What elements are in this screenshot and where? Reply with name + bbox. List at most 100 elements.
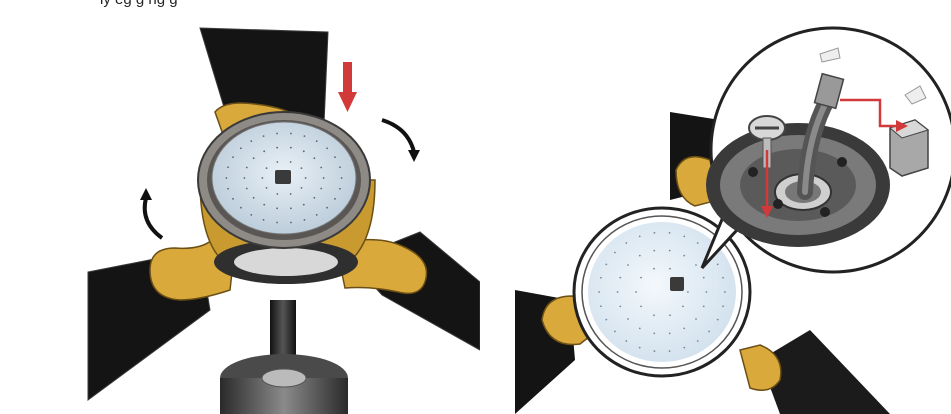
led-dot xyxy=(326,206,329,209)
led-dot xyxy=(640,276,642,279)
motor-housing xyxy=(220,378,348,414)
led-dot xyxy=(614,330,616,333)
led-dot xyxy=(320,187,323,190)
led-dots xyxy=(598,232,726,352)
led-dot xyxy=(252,196,255,199)
led-dot xyxy=(265,167,268,170)
led-dot xyxy=(245,166,248,169)
arrow-right-icon xyxy=(840,98,908,132)
led-dot xyxy=(716,318,719,321)
led-dot xyxy=(320,166,323,169)
led-dot xyxy=(627,318,629,320)
led-dot xyxy=(669,314,671,317)
led-dot xyxy=(334,156,336,159)
led-dot xyxy=(619,305,622,308)
led-dot xyxy=(653,332,656,335)
led-dot xyxy=(682,305,684,308)
led-dot xyxy=(638,235,641,238)
connector-fragment xyxy=(819,47,841,63)
header-partial-text: ly eg g ng g xyxy=(100,0,178,8)
led-dot xyxy=(668,232,671,234)
led-dot xyxy=(265,186,268,189)
wire-connector xyxy=(813,72,845,110)
led-dot xyxy=(653,232,656,234)
led-dot xyxy=(276,161,279,163)
led-dot xyxy=(687,291,689,293)
led-dot xyxy=(263,150,266,153)
led-dot xyxy=(225,177,228,179)
led-dot xyxy=(322,177,325,179)
led-dot xyxy=(339,166,341,169)
led-dot xyxy=(614,251,616,254)
led-dot xyxy=(683,327,686,330)
led-dot xyxy=(261,177,264,179)
led-dot xyxy=(619,276,622,279)
led-dot xyxy=(303,218,306,221)
led-dot xyxy=(696,242,699,244)
led-dot xyxy=(262,135,265,138)
led-dot xyxy=(315,213,318,216)
fan-installation-step-left xyxy=(87,27,480,414)
led-dot xyxy=(239,206,242,209)
rotate-icon xyxy=(140,118,420,240)
arrow-down-icon xyxy=(338,62,357,112)
led-dot xyxy=(232,197,234,200)
led-dot xyxy=(303,135,306,138)
led-dot xyxy=(625,340,628,342)
led-dot xyxy=(724,291,726,293)
led-dot xyxy=(289,207,292,210)
led-panel xyxy=(588,222,736,362)
led-dot xyxy=(683,346,686,349)
led-dot xyxy=(653,350,656,352)
led-dot xyxy=(683,254,686,257)
led-dot xyxy=(668,350,671,352)
led-dot xyxy=(276,132,278,135)
led-dot xyxy=(227,166,229,169)
led-dot xyxy=(668,332,671,335)
led-panel-center-connector xyxy=(670,277,684,291)
led-dot xyxy=(638,254,641,257)
led-dot xyxy=(250,213,253,216)
led-dot xyxy=(243,177,246,179)
led-dot xyxy=(289,161,292,163)
led-dot xyxy=(600,276,602,279)
led-dot xyxy=(289,146,292,149)
gold-hub-arm-right xyxy=(739,344,782,391)
led-dot xyxy=(600,305,602,308)
fan-light-kit-illustration xyxy=(87,27,480,414)
led-dot xyxy=(300,186,303,189)
led-dot xyxy=(668,249,671,252)
fan-wiring-illustration xyxy=(515,26,951,414)
led-dot xyxy=(683,235,686,238)
led-dot xyxy=(705,291,708,293)
led-dot xyxy=(708,330,710,333)
led-dot xyxy=(695,318,697,320)
led-dot xyxy=(239,147,242,150)
led-dot xyxy=(616,291,619,293)
connector-block xyxy=(888,119,930,177)
led-dot xyxy=(262,218,265,221)
led-dot xyxy=(276,207,279,210)
led-dot xyxy=(340,177,343,179)
led-dot xyxy=(302,203,305,206)
led-dot xyxy=(598,291,600,293)
led-dot xyxy=(339,187,341,190)
led-dot xyxy=(252,157,255,160)
led-dot xyxy=(304,177,307,179)
led-dot xyxy=(638,327,641,330)
led-dot xyxy=(289,193,292,195)
led-dot xyxy=(245,187,248,190)
led-dot xyxy=(653,249,656,252)
led-dot xyxy=(276,146,279,149)
led-dot xyxy=(702,305,705,308)
led-dot xyxy=(232,156,234,159)
led-dot xyxy=(722,276,724,279)
led-dot xyxy=(605,318,608,321)
led-dot xyxy=(290,221,292,224)
led-dot xyxy=(334,197,336,200)
led-dot xyxy=(702,276,705,279)
led-dots xyxy=(225,132,343,224)
led-dot xyxy=(653,267,655,270)
led-dot xyxy=(722,305,724,308)
led-dot xyxy=(227,187,229,190)
